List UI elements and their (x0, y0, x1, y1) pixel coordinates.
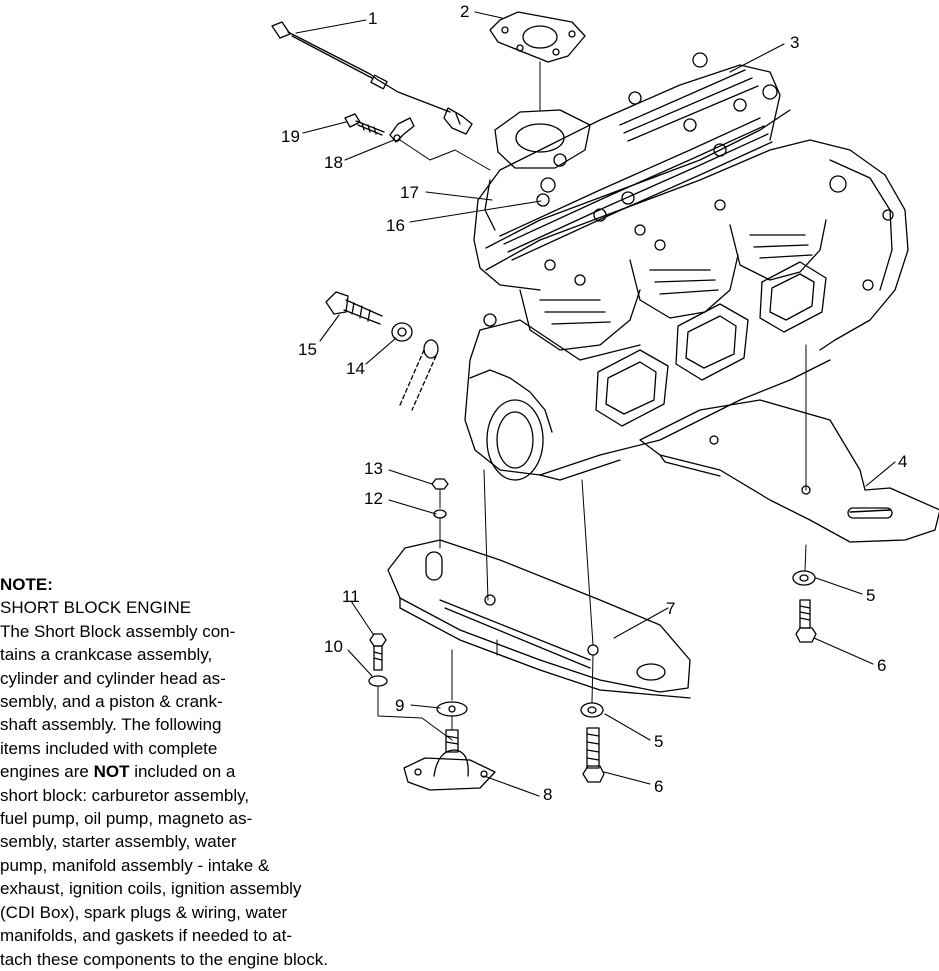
part-washer-5-bolt-6-right (792, 570, 817, 643)
callout-16: 16 (386, 216, 405, 235)
note-line: sembly, and a piston & crank- (0, 692, 223, 712)
callout-10: 10 (324, 637, 343, 656)
callout-9: 9 (395, 696, 404, 715)
callout-19: 19 (281, 127, 300, 146)
callout-11: 11 (342, 587, 360, 606)
callout-8: 8 (543, 785, 552, 804)
note-line: The Short Block assembly con- (0, 621, 236, 641)
note-subtitle: SHORT BLOCK ENGINE (0, 598, 192, 618)
part-engine-mount (403, 701, 496, 791)
callout-1: 1 (368, 9, 377, 28)
part-gasket (489, 11, 586, 63)
callout-labels: 1 2 3 4 5 5 6 6 7 8 9 10 11 12 13 14 15 … (281, 2, 907, 804)
note-line: items included with complete (0, 738, 218, 758)
note-line: manifolds, and gaskets if needed to at- (0, 926, 293, 946)
note-line: cylinder and cylinder head as- (0, 668, 226, 688)
part-front-mount-plate (387, 539, 691, 699)
part-cable (271, 21, 473, 135)
short-block-note: NOTE: SHORT BLOCK ENGINE The Short Block… (0, 573, 420, 971)
callout-14: 14 (346, 359, 365, 378)
callout-12: 12 (364, 489, 383, 508)
note-title: NOTE: (0, 575, 53, 594)
engine-block (464, 64, 909, 481)
callout-4: 4 (898, 452, 907, 471)
callout-6a: 6 (877, 656, 886, 675)
callout-17: 17 (400, 183, 419, 202)
note-line: short block: carburetor assembly, (0, 785, 250, 805)
note-line-emphasis: engines are NOT included on a (0, 760, 420, 783)
callout-18: 18 (324, 153, 343, 172)
callout-5a: 5 (866, 586, 875, 605)
head-bolts (483, 52, 778, 327)
note-line: shaft assembly. The following (0, 715, 222, 735)
part-rear-mount-plate (639, 399, 939, 543)
callout-7: 7 (666, 599, 675, 618)
part-screw-and-clip (344, 113, 415, 143)
note-line: exhaust, ignition coils, ignition assemb… (0, 879, 302, 899)
part-washer-5-bolt-6-bottom (580, 702, 605, 783)
callout-3: 3 (790, 33, 799, 52)
note-emph-suffix: included on a (129, 762, 236, 782)
callout-15: 15 (298, 340, 317, 359)
note-line: tains a crankcase assembly, (0, 645, 213, 665)
part-bolt-11-washer-10 (368, 633, 388, 687)
note-emph-prefix: engines are (0, 762, 94, 782)
note-emph-word: NOT (93, 762, 130, 782)
note-line: fuel pump, oil pump, magneto as- (0, 809, 253, 829)
callout-13: 13 (364, 459, 383, 478)
callout-2: 2 (460, 2, 469, 21)
note-line: (CDI Box), spark plugs & wiring, water (0, 902, 288, 922)
callout-6b: 6 (654, 777, 663, 796)
alignment-lines (377, 61, 807, 741)
part-bolt-15-washer-14 (325, 291, 439, 411)
callout-5b: 5 (654, 732, 663, 751)
note-line: pump, manifold assembly - intake & (0, 855, 270, 875)
note-line: sembly, starter assembly, water (0, 832, 237, 852)
leader-lines (295, 11, 896, 797)
note-line: tach these components to the engine bloc… (0, 949, 328, 969)
